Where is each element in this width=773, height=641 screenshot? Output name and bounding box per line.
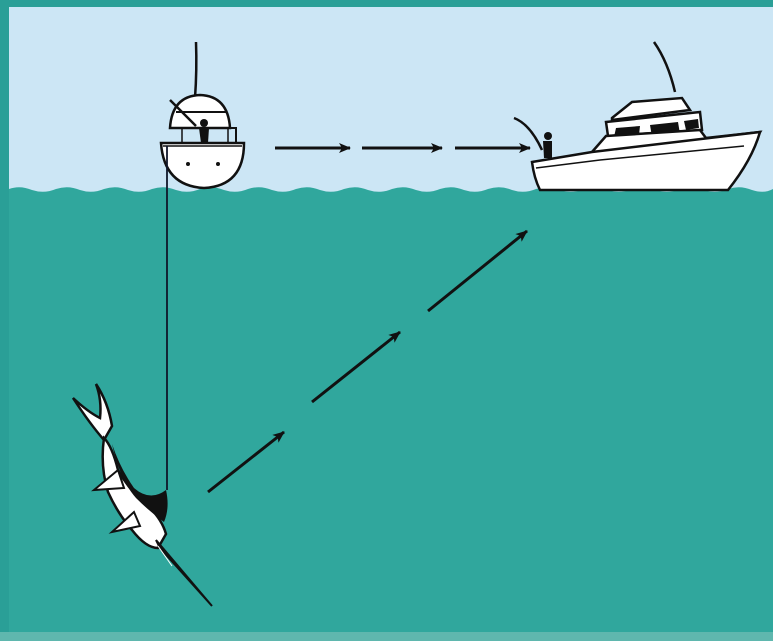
arrow-diagonal-1 (207, 430, 285, 494)
arrow-diagonal-2 (311, 330, 401, 404)
boat-side-view: o o (513, 41, 763, 192)
water (9, 187, 773, 632)
arrow-path-diagonal (207, 229, 528, 494)
boat-stern-view (159, 41, 246, 190)
marlin (71, 383, 213, 607)
arrow-diagonal-3 (427, 229, 528, 313)
bottom-border (0, 632, 773, 641)
